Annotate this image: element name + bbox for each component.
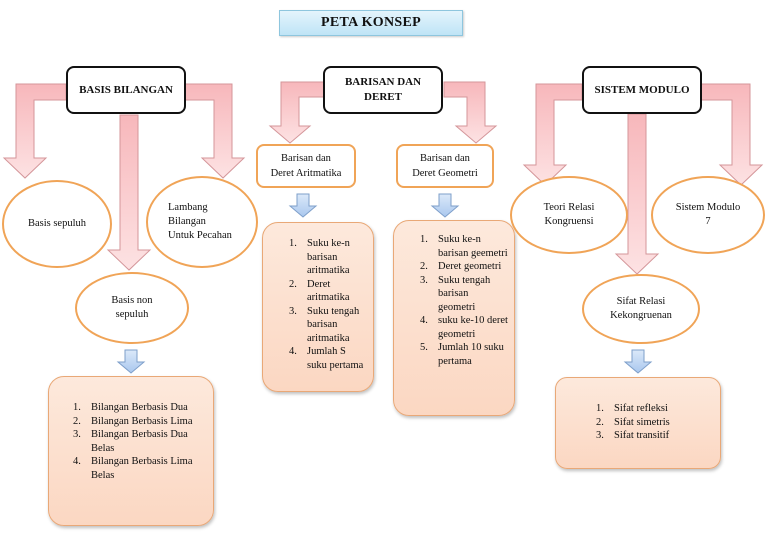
arrow-modulo-left	[522, 83, 583, 186]
node-modulo7-line-2: 7	[705, 216, 711, 227]
node-sistem-modulo: SISTEM MODULO	[582, 66, 702, 114]
arrow-aritmatika-list	[288, 193, 318, 218]
list-deret-geometri: 1.Suku ke-n barisan geemetri 2.Deret geo…	[393, 220, 515, 416]
node-sistem-modulo-7: Sistem Modulo 7	[651, 176, 765, 254]
node-basis-sepuluh: Basis sepuluh	[2, 180, 112, 268]
arrow-modulo-middle	[614, 113, 660, 275]
node-basis-non-sepuluh: Basis non sepuluh	[75, 272, 189, 344]
arrow-barisan-right	[443, 81, 498, 144]
node-deret-aritmatika: Barisan dan Deret Aritmatika	[256, 144, 356, 188]
node-teori-relasi-kongruensi: Teori Relasi Kongruensi	[510, 176, 628, 254]
list-basis-bilangan: 1.Bilangan Berbasis Dua 2.Bilangan Berba…	[48, 376, 214, 526]
node-lambang-line-1: Lambang	[168, 202, 208, 213]
arrow-modulo-list	[623, 349, 653, 374]
arrow-geometri-list	[430, 193, 460, 218]
node-basis-non-line-2: sepuluh	[115, 309, 149, 320]
node-basis-bilangan: BASIS BILANGAN	[66, 66, 186, 114]
list-item: 3.Suku tengah barisan aritmatika	[289, 305, 360, 344]
list-item: 4.Bilangan Berbasis Lima Belas	[73, 456, 193, 481]
arrow-basis-right	[183, 83, 246, 179]
list-item: 2.Deret geometri	[420, 261, 502, 272]
list-item: 4.suku ke-10 deret geometri	[420, 315, 508, 340]
node-geometri-line-1: Barisan dan	[420, 153, 470, 164]
list-item: 1.Suku ke-n barisan geemetri	[420, 234, 508, 259]
page-title: PETA KONSEP	[279, 10, 463, 36]
list-item: 4.Jumlah S suku pertama	[289, 346, 364, 371]
arrow-basis-list	[116, 349, 146, 374]
node-basis-non-line-1: Basis non	[111, 295, 153, 306]
arrow-basis-middle	[106, 114, 152, 271]
node-basis-sepuluh-label: Basis sepuluh	[27, 218, 87, 229]
node-teori-line-1: Teori Relasi	[543, 202, 595, 213]
list-item: 3.Sifat transitif	[596, 430, 670, 441]
node-aritmatika-line-1: Barisan dan	[281, 153, 331, 164]
node-lambang-bilangan: Lambang Bilangan Untuk Pecahan	[146, 176, 258, 268]
node-barisan-line-2: DERET	[364, 91, 402, 103]
node-teori-line-2: Kongruensi	[544, 216, 594, 227]
list-item: 2.Deret aritmatika	[289, 278, 350, 304]
arrow-modulo-right	[699, 83, 764, 186]
node-barisan-dan-deret: BARISAN DAN DERET	[323, 66, 443, 114]
list-item: 3.Bilangan Berbasis Dua Belas	[73, 429, 188, 454]
node-aritmatika-line-2: Deret Aritmatika	[270, 168, 342, 179]
list-deret-aritmatika: 1.Suku ke-n barisan aritmatika 2.Deret a…	[262, 222, 374, 392]
node-deret-geometri: Barisan dan Deret Geometri	[396, 144, 494, 188]
list-item: 1.Sifat refleksi	[596, 403, 668, 414]
node-lambang-line-3: Untuk Pecahan	[168, 230, 232, 241]
arrow-barisan-left	[268, 81, 325, 144]
node-sifat-line-2: Kekongruenan	[610, 310, 672, 321]
list-item: 2.Sifat simetris	[596, 416, 670, 428]
node-geometri-line-2: Deret Geometri	[412, 168, 478, 179]
list-sifat-relasi: 1.Sifat refleksi 2.Sifat simetris 3.Sifa…	[555, 377, 721, 469]
list-item: 3.Suku tengah barisan geometri	[420, 274, 491, 313]
node-modulo7-line-1: Sistem Modulo	[675, 202, 741, 213]
node-barisan-line-1: BARISAN DAN	[344, 76, 422, 88]
node-sifat-relasi-kekongruenan: Sifat Relasi Kekongruenan	[582, 274, 700, 344]
node-sifat-line-1: Sifat Relasi	[616, 296, 666, 307]
list-item: 1.Bilangan Berbasis Dua	[73, 402, 188, 413]
node-lambang-line-2: Bilangan	[168, 216, 206, 227]
arrow-basis-left	[2, 83, 67, 179]
list-item: 1.Suku ke-n barisan aritmatika	[289, 238, 350, 276]
list-item: 2.Bilangan Berbasis Lima	[73, 415, 193, 427]
list-item: 5.Jumlah 10 suku pertama	[420, 342, 504, 367]
